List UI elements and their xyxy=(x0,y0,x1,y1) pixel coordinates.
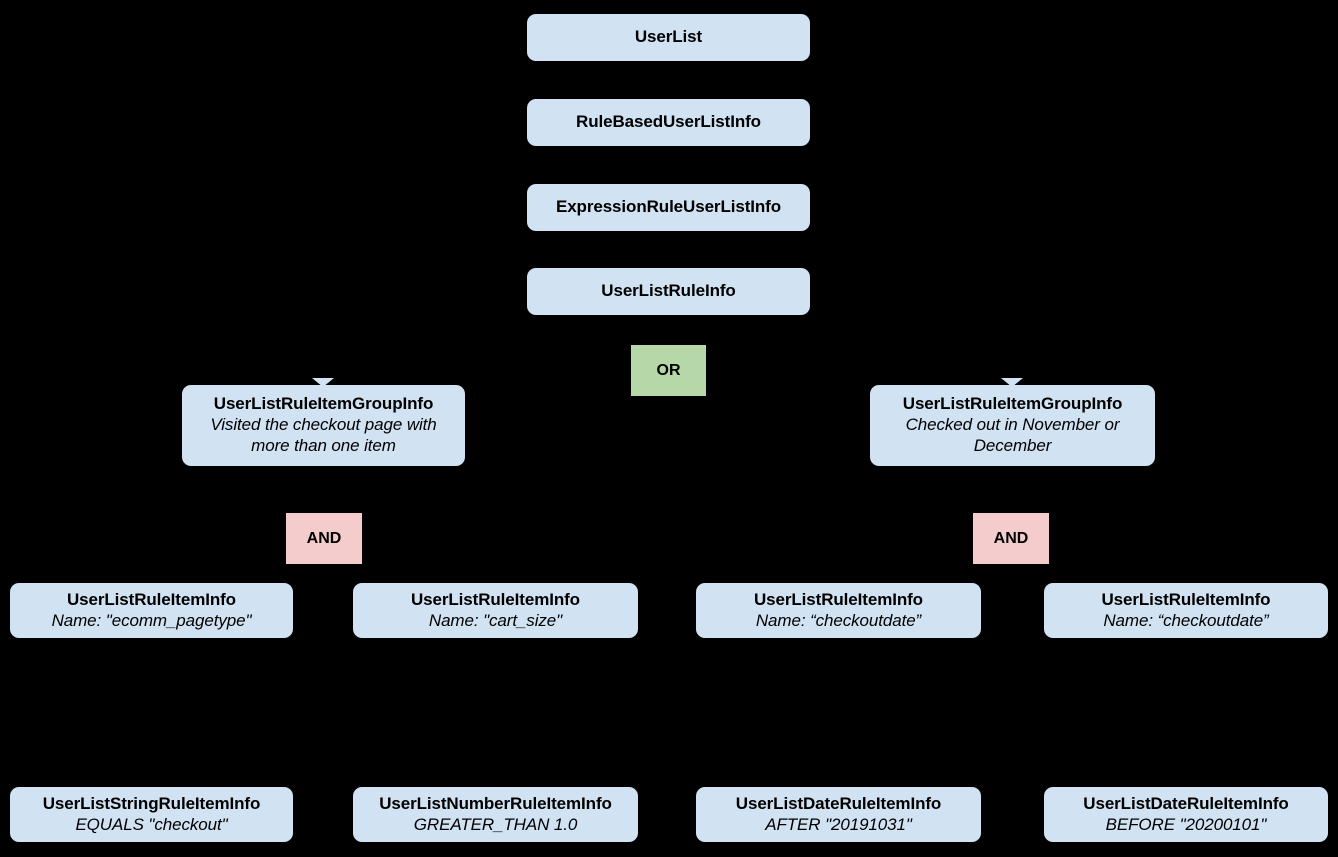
operator-label: AND xyxy=(306,529,342,547)
node-subtitle: Name: “checkoutdate” xyxy=(1103,610,1269,630)
node-rule-item-ecomm-pagetype[interactable]: UserListRuleItemInfo Name: "ecomm_pagety… xyxy=(10,583,293,638)
node-subtitle: Checked out in November or December xyxy=(905,415,1120,455)
node-number-rule-item-greater-than[interactable]: UserListNumberRuleItemInfo GREATER_THAN … xyxy=(353,787,638,842)
node-title: UserListRuleItemGroupInfo xyxy=(902,394,1123,414)
node-subtitle: BEFORE "20200101" xyxy=(1105,814,1267,834)
node-rule-item-checkoutdate-before[interactable]: UserListRuleItemInfo Name: “checkoutdate… xyxy=(1044,583,1328,638)
node-title: UserList xyxy=(634,27,703,47)
node-title: UserListRuleItemInfo xyxy=(411,589,580,609)
node-title: UserListRuleInfo xyxy=(601,281,736,301)
node-subtitle: Name: "cart_size" xyxy=(428,610,563,630)
node-title: UserListRuleItemInfo xyxy=(754,589,923,609)
node-date-rule-item-before[interactable]: UserListDateRuleItemInfo BEFORE "2020010… xyxy=(1044,787,1328,842)
node-group-right[interactable]: UserListRuleItemGroupInfo Checked out in… xyxy=(870,385,1155,466)
node-title: UserListDateRuleItemInfo xyxy=(735,793,942,813)
operator-and-right[interactable]: AND xyxy=(973,513,1049,564)
node-rule-item-checkoutdate-after[interactable]: UserListRuleItemInfo Name: “checkoutdate… xyxy=(696,583,981,638)
node-subtitle: GREATER_THAN 1.0 xyxy=(413,814,578,834)
operator-label: OR xyxy=(656,361,681,379)
operator-label: AND xyxy=(993,529,1029,547)
node-string-rule-item-equals-checkout[interactable]: UserListStringRuleItemInfo EQUALS "check… xyxy=(10,787,293,842)
node-date-rule-item-after[interactable]: UserListDateRuleItemInfo AFTER "20191031… xyxy=(696,787,981,842)
node-title: UserListNumberRuleItemInfo xyxy=(379,793,612,813)
node-subtitle: Visited the checkout page with more than… xyxy=(210,415,437,455)
operator-and-left[interactable]: AND xyxy=(286,513,362,564)
operator-or[interactable]: OR xyxy=(631,345,706,396)
node-group-left[interactable]: UserListRuleItemGroupInfo Visited the ch… xyxy=(182,385,465,466)
node-title: UserListRuleItemInfo xyxy=(67,589,236,609)
node-subtitle: Name: “checkoutdate” xyxy=(755,610,922,630)
node-title: RuleBasedUserListInfo xyxy=(576,112,761,132)
node-subtitle: EQUALS "checkout" xyxy=(75,814,228,834)
node-user-list-rule-info[interactable]: UserListRuleInfo xyxy=(527,268,810,315)
node-user-list[interactable]: UserList xyxy=(527,14,810,61)
edge-arrowhead-icon-left-group xyxy=(312,378,334,387)
node-title: UserListStringRuleItemInfo xyxy=(42,793,261,813)
node-rule-item-cart-size[interactable]: UserListRuleItemInfo Name: "cart_size" xyxy=(353,583,638,638)
node-subtitle: AFTER "20191031" xyxy=(765,814,912,834)
node-subtitle: Name: "ecomm_pagetype" xyxy=(51,610,252,630)
node-title: UserListRuleItemInfo xyxy=(1101,589,1271,609)
node-title: UserListRuleItemGroupInfo xyxy=(213,394,434,414)
edge-arrowhead-icon-right-group xyxy=(1001,378,1023,387)
node-expression-rule-user-list-info[interactable]: ExpressionRuleUserListInfo xyxy=(527,184,810,231)
node-title: ExpressionRuleUserListInfo xyxy=(555,197,782,217)
node-title: UserListDateRuleItemInfo xyxy=(1083,793,1289,813)
node-rule-based-user-list-info[interactable]: RuleBasedUserListInfo xyxy=(527,99,810,146)
